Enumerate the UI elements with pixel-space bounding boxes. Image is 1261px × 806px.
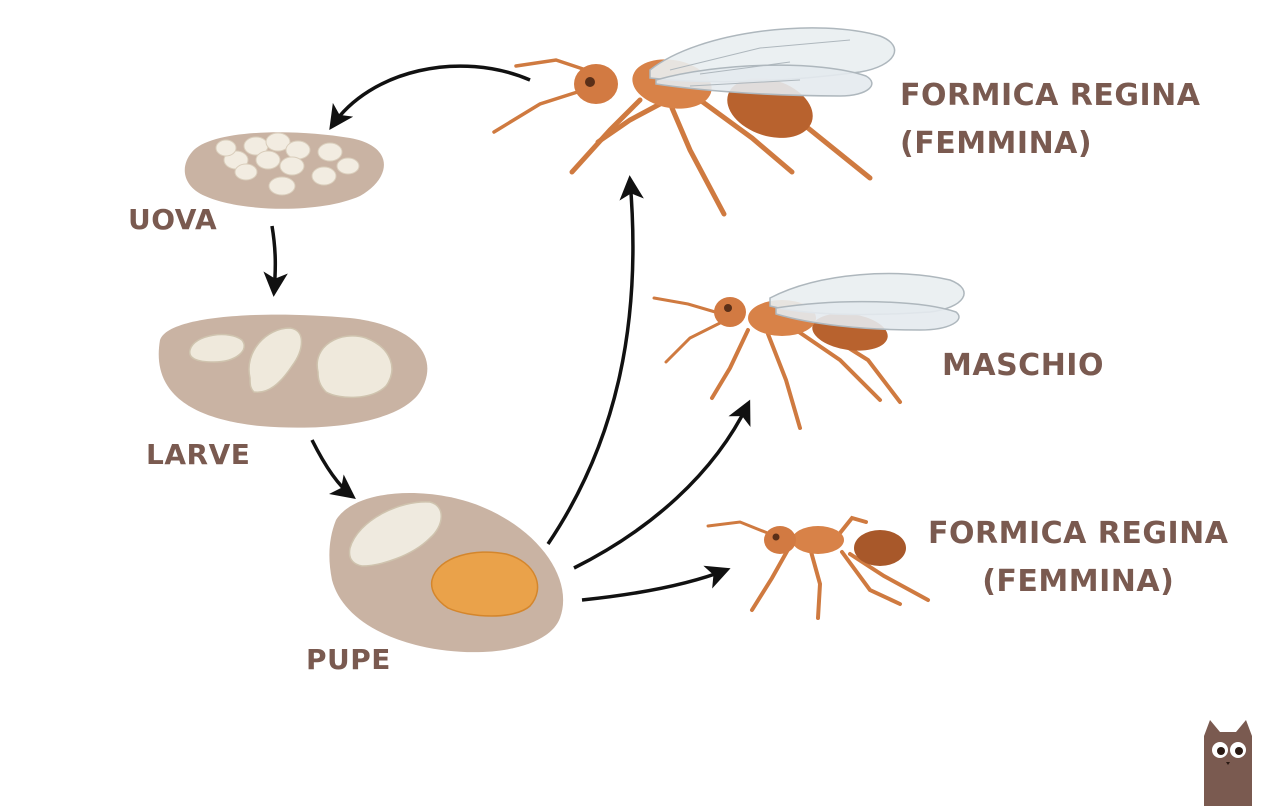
arrow-pupae-to-worker xyxy=(581,565,731,602)
worker-ant-icon xyxy=(706,515,930,620)
label-queen-bottom: FORMICA REGINA (FEMMINA) xyxy=(928,510,1229,606)
label-queen-bottom-line1: FORMICA REGINA xyxy=(928,516,1229,551)
arrow-pupae-to-queen xyxy=(546,175,644,545)
pupa-nest xyxy=(329,493,564,653)
label-larvae: LARVE xyxy=(146,438,251,471)
label-eggs: UOVA xyxy=(128,203,218,236)
cat-mascot-icon xyxy=(1204,720,1252,806)
label-queen-top-line2: (FEMMINA) xyxy=(900,126,1093,161)
winged-ant-icon xyxy=(652,272,965,430)
egg-nest xyxy=(184,132,384,209)
label-pupae: PUPE xyxy=(306,643,391,676)
larva-icon xyxy=(188,327,393,399)
cycle-arrows xyxy=(263,64,751,602)
label-queen-top-line1: FORMICA REGINA xyxy=(900,78,1201,113)
arrow-queen-to-eggs xyxy=(329,64,531,131)
label-male: MASCHIO xyxy=(942,348,1104,383)
pupa-icon xyxy=(348,501,539,617)
arrow-pupae-to-male xyxy=(573,399,751,570)
arrow-eggs-to-larvae xyxy=(263,225,288,297)
arrow-larvae-to-pupae xyxy=(310,439,356,499)
label-queen-bottom-line2: (FEMMINA) xyxy=(982,564,1175,599)
larva-nest xyxy=(158,314,428,428)
egg-cluster-icon xyxy=(215,132,360,196)
label-queen-top: FORMICA REGINA (FEMMINA) xyxy=(900,72,1201,168)
winged-ant-icon xyxy=(492,27,896,217)
